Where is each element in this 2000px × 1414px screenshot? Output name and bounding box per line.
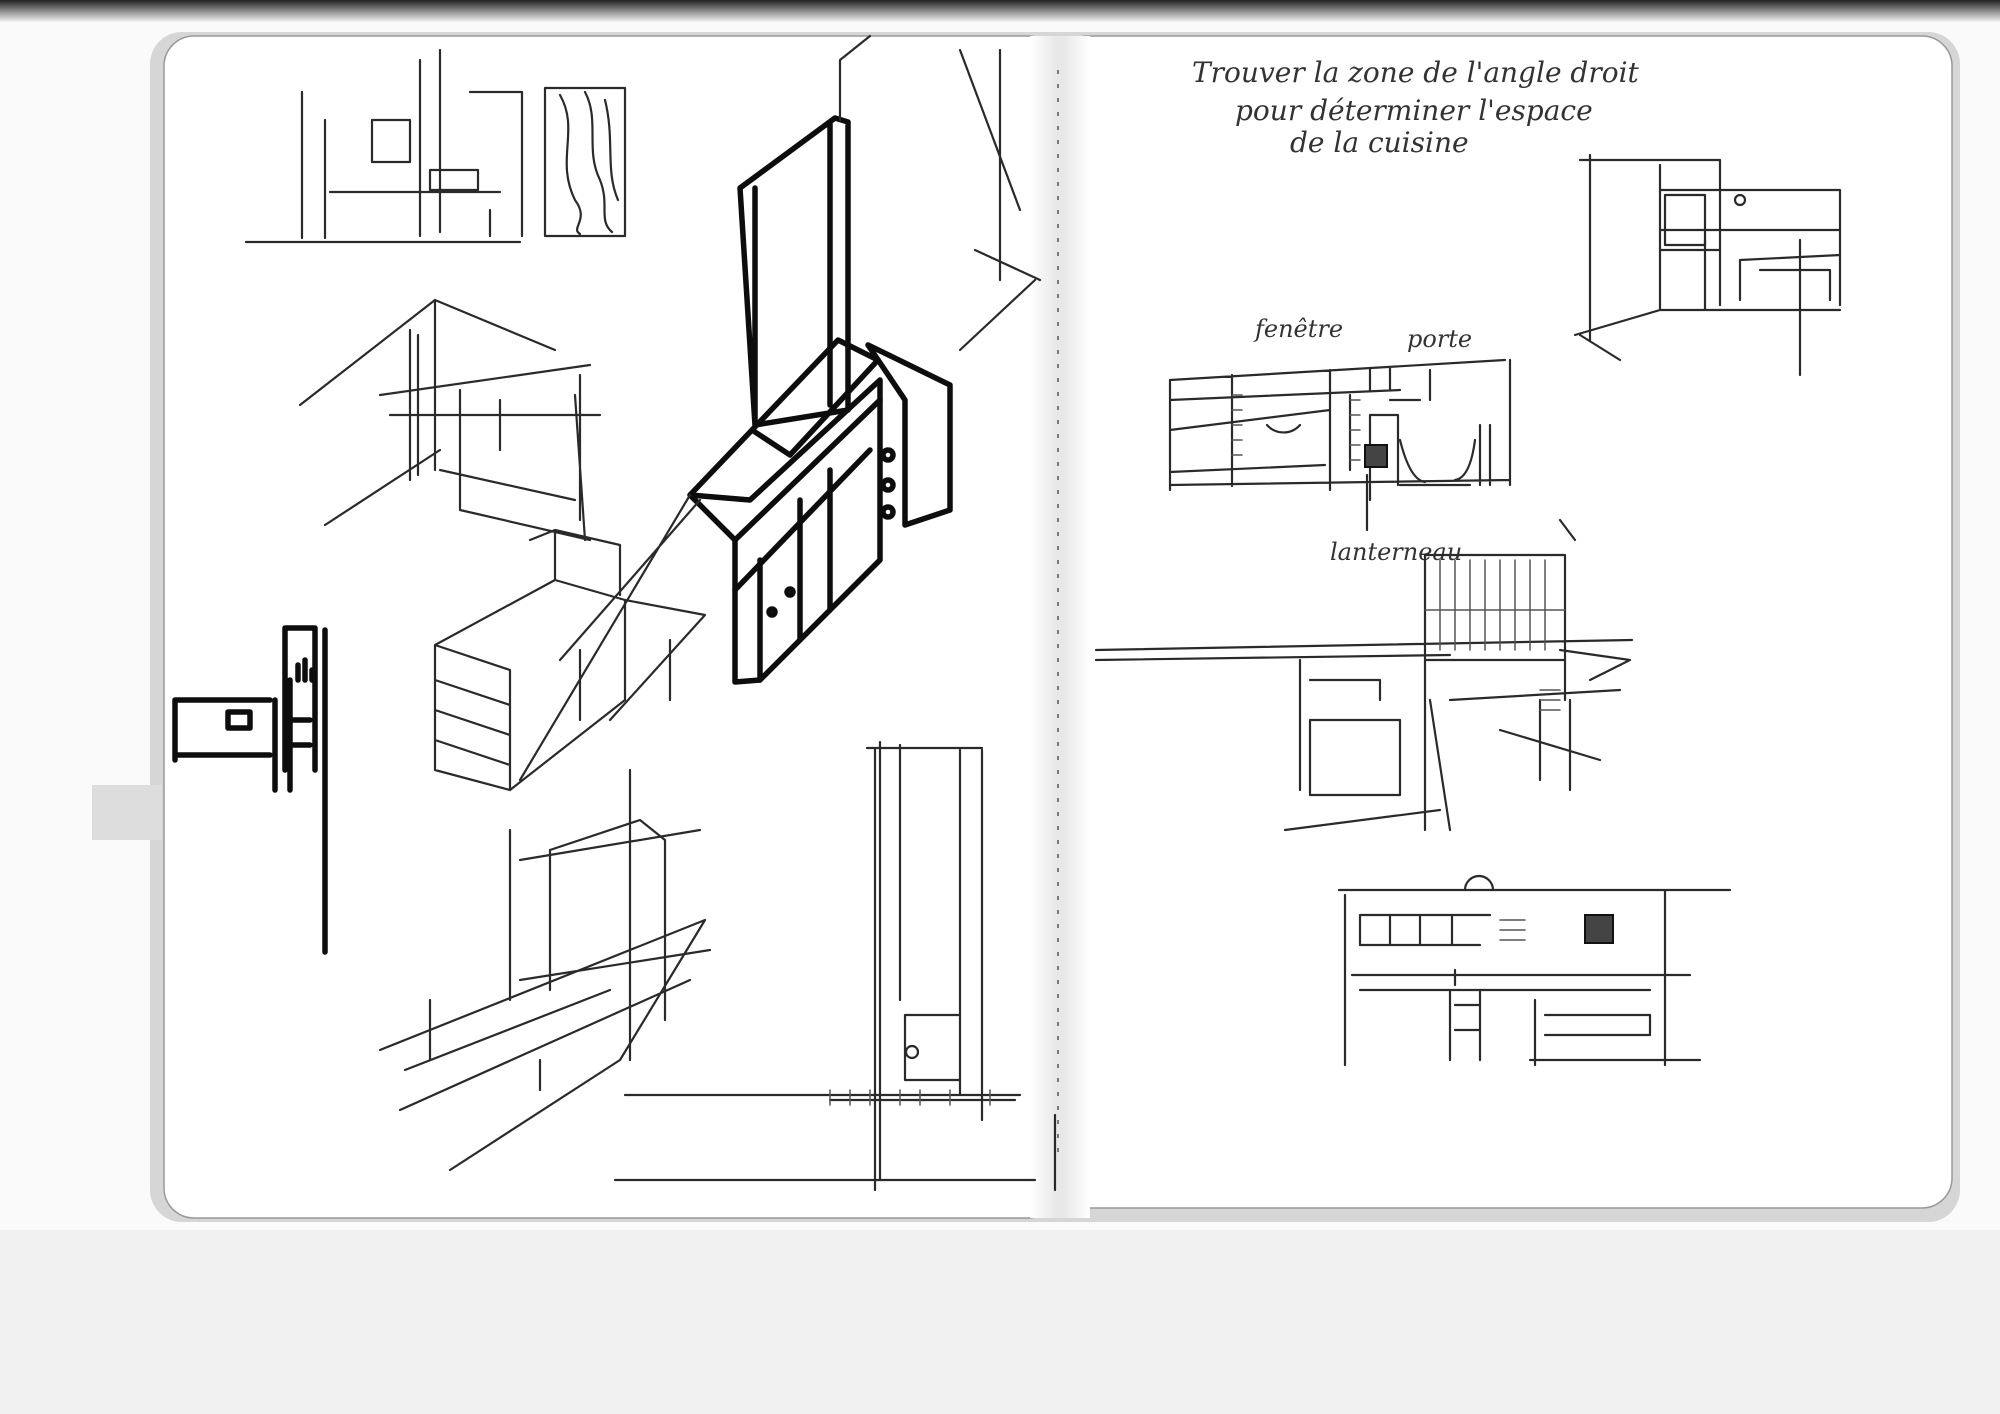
bottom-shadow	[0, 1230, 2000, 1414]
note-line-1: Trouver la zone de l'angle droit	[1192, 56, 1640, 89]
sketch-skylight-perspective	[1094, 518, 1634, 832]
note-line-3: de la cuisine	[1290, 126, 1469, 159]
sketch-perspective-table	[378, 768, 712, 1172]
sketch-kitchen-perspective-top-right	[1573, 153, 1842, 377]
label-window: fenêtre	[1253, 315, 1343, 343]
ribbon-bookmark	[92, 785, 162, 840]
sketch-elevation-top-left	[244, 48, 627, 244]
skylight-hatch	[1364, 444, 1388, 468]
sketch-bold-wall-detail	[172, 625, 328, 955]
elevation-hatched-window	[1584, 914, 1614, 944]
handwritten-note: Trouver la zone de l'angle droit pour dé…	[1192, 56, 1640, 159]
sketch-elevation-tall-unit	[613, 740, 1057, 1192]
note-line-2: pour déterminer l'espace	[1235, 94, 1593, 127]
label-skylight: lanterneau	[1330, 538, 1462, 566]
sketch-shelving-unit	[433, 528, 707, 792]
right-page	[1057, 35, 1953, 1209]
sketch-bold-cabinet	[518, 34, 1042, 782]
sketch-floor-plan: fenêtre porte lanterneau	[1168, 315, 1512, 566]
sketch-kitchen-elevation-bottom	[1337, 874, 1732, 1067]
wood-grain-panel	[543, 86, 627, 238]
top-shadow	[0, 0, 2000, 22]
gutter	[1030, 36, 1090, 1218]
notebook	[92, 32, 1960, 1222]
sketch-perspective-desk	[298, 298, 602, 542]
label-door: porte	[1407, 325, 1472, 353]
